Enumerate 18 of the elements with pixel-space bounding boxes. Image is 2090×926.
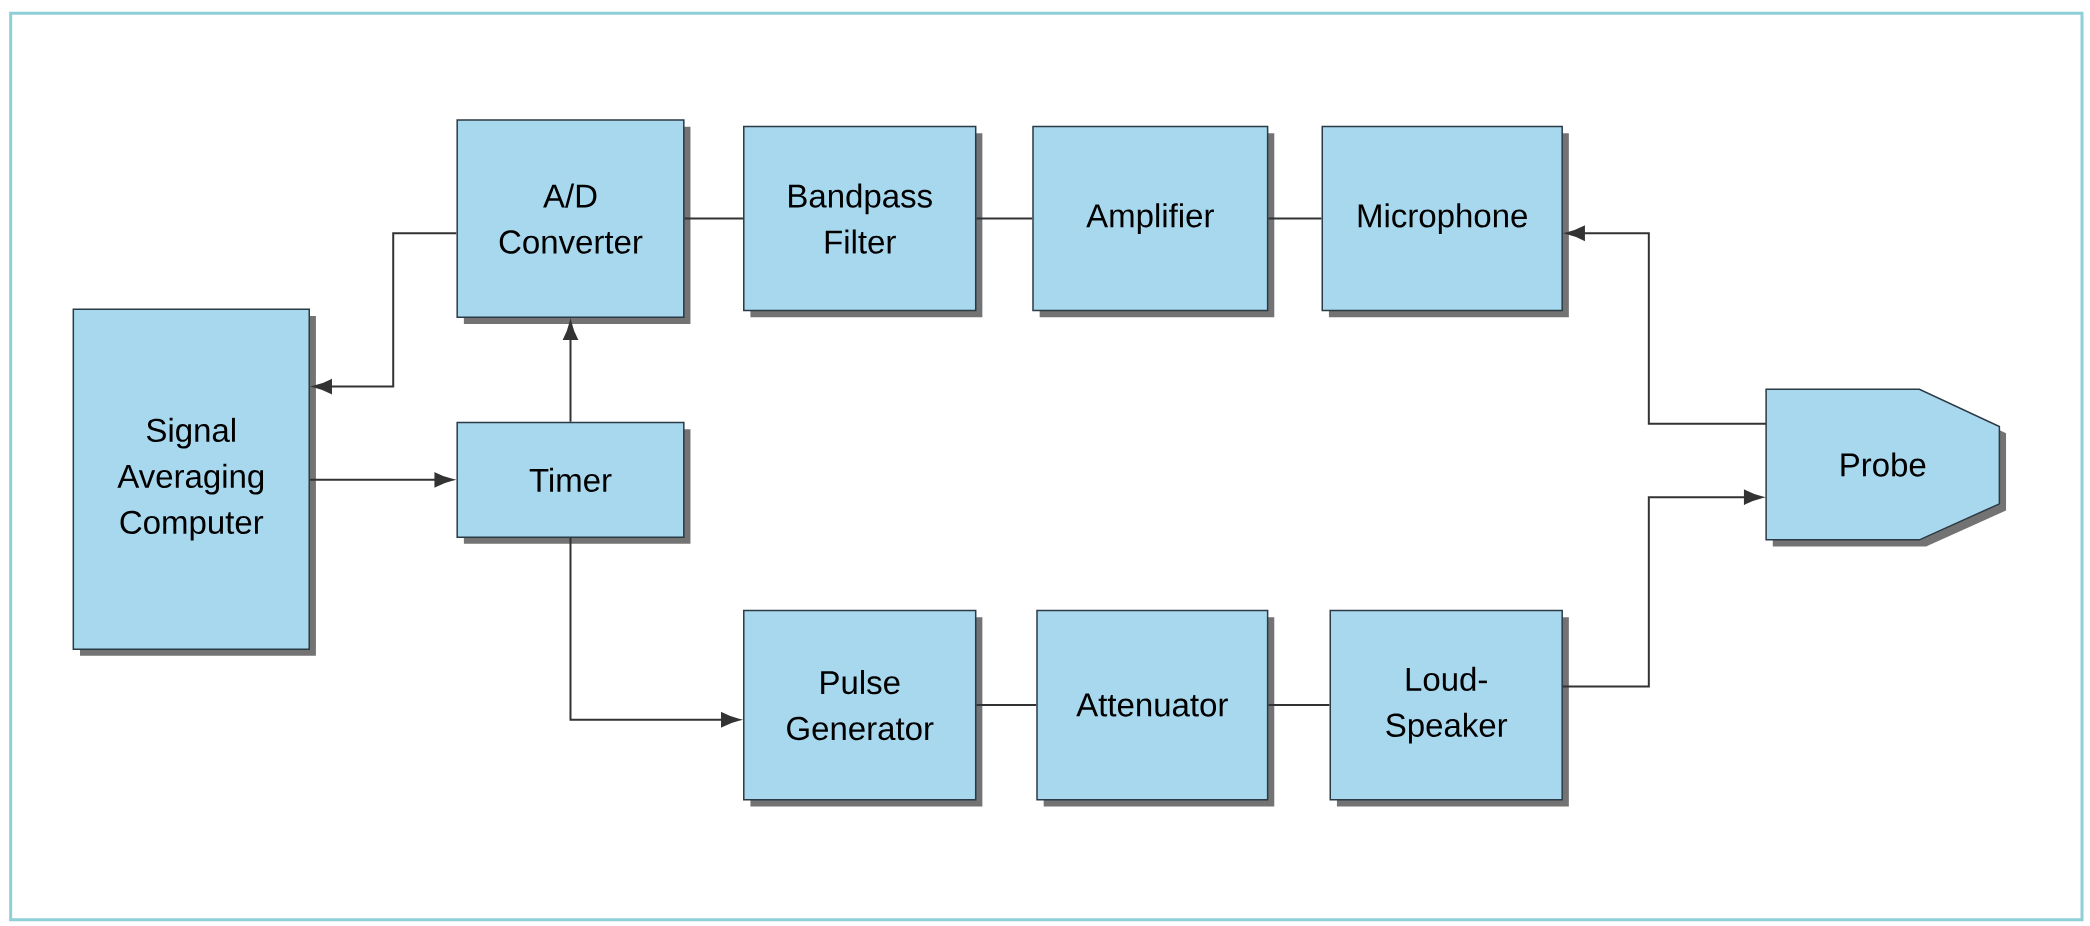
process-box: Bandpass Filter bbox=[743, 125, 983, 318]
connector-line bbox=[683, 217, 744, 220]
connector-line bbox=[1267, 217, 1323, 220]
process-box: Microphone bbox=[1321, 125, 1569, 318]
arrow bbox=[569, 536, 740, 727]
connector-line bbox=[975, 217, 1034, 220]
process-box: A/D Converter bbox=[456, 119, 691, 324]
connector-line bbox=[975, 703, 1038, 706]
connector-line bbox=[1267, 703, 1331, 706]
arrow bbox=[1566, 225, 1767, 425]
arrow bbox=[1561, 489, 1763, 688]
process-box: Amplifier bbox=[1032, 125, 1275, 318]
process-box: Attenuator bbox=[1036, 609, 1275, 807]
process-box: Timer bbox=[456, 421, 691, 544]
process-box: Signal Averaging Computer bbox=[72, 308, 316, 656]
process-box: Pulse Generator bbox=[743, 609, 983, 807]
process-box: Loud-Speaker bbox=[1329, 609, 1569, 807]
arrow bbox=[309, 472, 454, 487]
